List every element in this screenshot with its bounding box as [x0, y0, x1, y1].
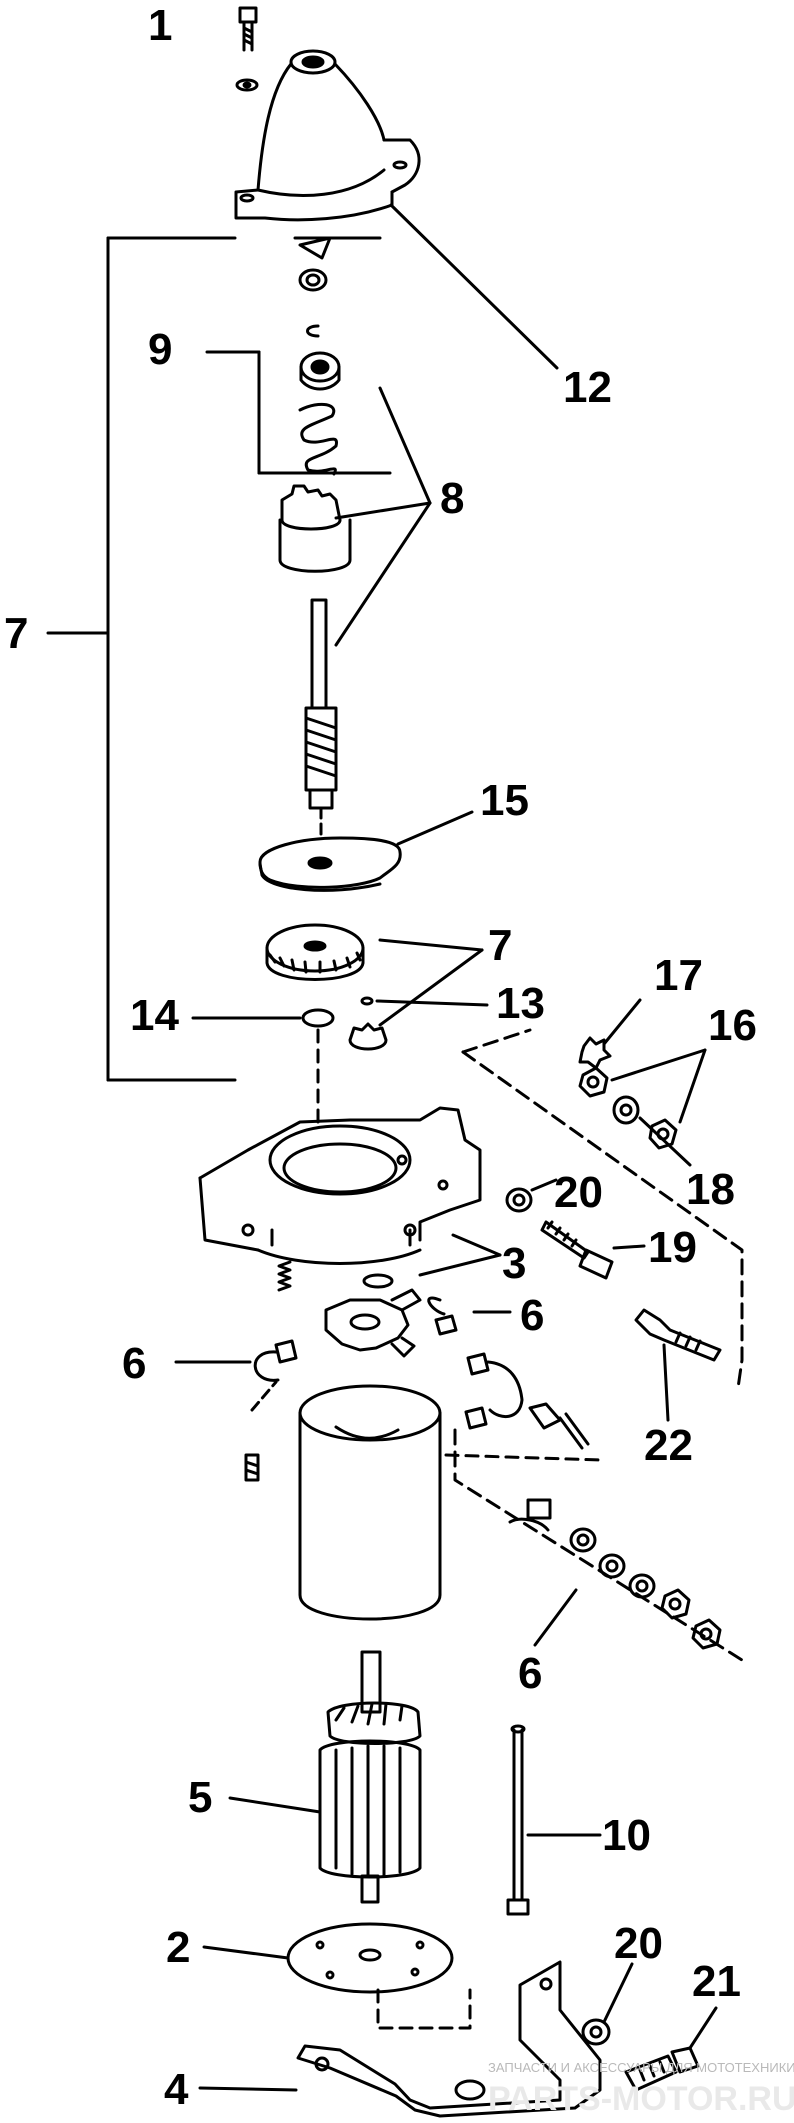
part-housing — [198, 1106, 502, 1277]
callout-3: 3 — [502, 1239, 526, 1288]
callout-17: 17 — [654, 951, 703, 1000]
callout-4: 4 — [164, 2065, 189, 2114]
callout-18: 18 — [686, 1165, 735, 1214]
callout-15: 15 — [480, 776, 529, 825]
part-13-clip — [360, 996, 489, 1007]
part-gear — [265, 923, 484, 1027]
part-17-star-washer — [578, 998, 642, 1070]
part-shaft — [304, 598, 338, 837]
callout-21: 21 — [692, 1957, 741, 2006]
part-6-terminal-kit — [444, 1352, 744, 1662]
callout-6-right: 6 — [520, 1291, 544, 1340]
part-9-drive-kit — [205, 236, 392, 476]
part-8-pinion — [278, 386, 432, 647]
part-12-end-cap — [234, 49, 559, 370]
part-terminal-hardware — [461, 1028, 744, 1390]
callout-12: 12 — [563, 363, 612, 412]
part-21-bolt — [624, 2006, 718, 2092]
part-19-bolt — [540, 1220, 646, 1280]
callout-20-upper: 20 — [554, 1168, 603, 1217]
part-14-ring — [191, 1008, 335, 1028]
part-20-lower-washer — [581, 1962, 634, 2046]
part-6-brush-left — [174, 1260, 298, 1382]
callout-5: 5 — [188, 1773, 212, 1822]
callout-7-right: 7 — [488, 921, 512, 970]
dashed-guide — [376, 1988, 472, 2030]
callout-8: 8 — [440, 474, 464, 523]
part-15-plate — [258, 810, 474, 892]
part-22-stud — [634, 1308, 722, 1422]
part-3-brush-plate — [324, 1273, 422, 1358]
callout-22: 22 — [644, 1421, 693, 1470]
callout-6-left: 6 — [122, 1339, 146, 1388]
part-small-gear — [316, 1022, 388, 1132]
part-2-end-plate — [202, 1922, 454, 1994]
callout-9: 9 — [148, 325, 172, 374]
part-4-bracket — [198, 1960, 602, 2118]
callout-20-lower: 20 — [614, 1919, 663, 1968]
callout-2: 2 — [166, 1923, 190, 1972]
part-small-screw — [244, 1380, 278, 1482]
part-1-screw — [235, 6, 259, 92]
callout-14: 14 — [130, 991, 179, 1040]
callout-13: 13 — [496, 979, 545, 1028]
callout-7-left: 7 — [4, 609, 28, 658]
part-field-frame — [298, 1384, 442, 1621]
watermark-caption: ЗАПЧАСТИ И АКСЕССУАРЫ ДЛЯ МОТОТЕХНИКИ — [488, 2060, 794, 2075]
part-7-bracket — [46, 236, 237, 1082]
watermark: PARTS-MOTOR.RU ЗАПЧАСТИ И АКСЕССУАРЫ ДЛЯ… — [488, 2060, 794, 2118]
callout-10: 10 — [602, 1811, 651, 1860]
part-5-armature — [228, 1650, 422, 1904]
callout-6-lower: 6 — [518, 1649, 542, 1698]
watermark-logo: PARTS-MOTOR.RU — [488, 2080, 794, 2118]
part-16-nuts — [578, 1048, 707, 1167]
callout-19: 19 — [648, 1223, 697, 1272]
callout-16: 16 — [708, 1001, 757, 1050]
part-6-brush-right — [427, 1296, 512, 1336]
part-20-washer — [505, 1178, 558, 1213]
callout-1: 1 — [148, 1, 172, 50]
callout-labels: 1 12 9 8 7 15 7 17 16 14 13 18 20 19 3 6… — [4, 1, 757, 2114]
part-10-through-bolt — [506, 1724, 602, 1916]
